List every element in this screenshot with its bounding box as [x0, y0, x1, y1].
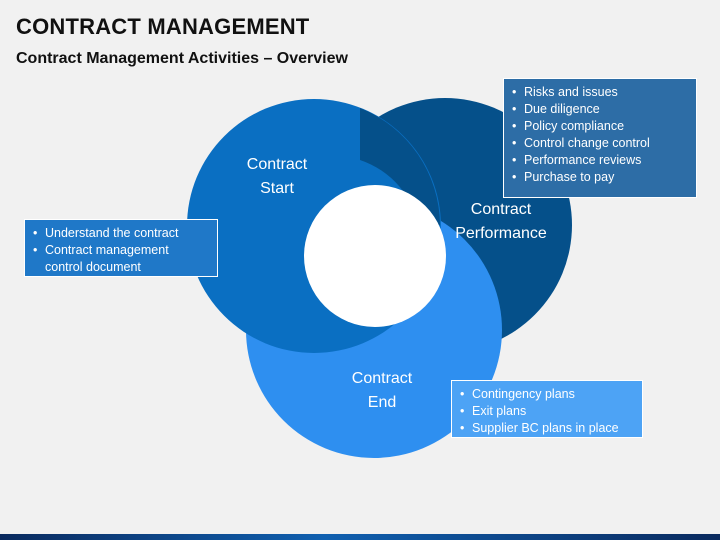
performance-overlap-segment: [360, 108, 440, 230]
end-circle-label: Contract End: [337, 367, 427, 415]
end-label-line2: End: [367, 394, 397, 411]
list-item: Exit plans: [458, 403, 634, 420]
list-item: Due diligence: [510, 101, 688, 118]
page-title: CONTRACT MANAGEMENT: [16, 14, 310, 39]
list-item: Supplier BC plans in place: [458, 420, 634, 437]
list-item: Performance reviews: [510, 152, 688, 169]
performance-activities-box: Risks and issues Due diligence Policy co…: [503, 78, 697, 198]
page-subtitle: Contract Management Activities – Overvie…: [16, 50, 348, 67]
performance-circle-label: Contract Performance: [443, 198, 559, 246]
end-activities-box: Contingency plans Exit plans Supplier BC…: [451, 380, 643, 438]
list-item: Contract management control document: [31, 242, 209, 276]
start-label-line1: Contract: [246, 156, 308, 173]
list-item: Risks and issues: [510, 84, 688, 101]
start-circle-label: Contract Start: [232, 153, 322, 201]
list-item: Policy compliance: [510, 118, 688, 135]
center-hole: [304, 185, 446, 327]
list-item: Purchase to pay: [510, 169, 688, 186]
end-label-line1: Contract: [351, 370, 413, 387]
list-item: Understand the contract: [31, 225, 209, 242]
performance-label-line2: Performance: [455, 225, 547, 242]
list-item: Contingency plans: [458, 386, 634, 403]
start-label-line2: Start: [260, 180, 294, 197]
list-item: Control change control: [510, 135, 688, 152]
start-activities-box: Understand the contract Contract managem…: [24, 219, 218, 277]
performance-label-line1: Contract: [470, 201, 532, 218]
footer-bar: [0, 534, 720, 540]
